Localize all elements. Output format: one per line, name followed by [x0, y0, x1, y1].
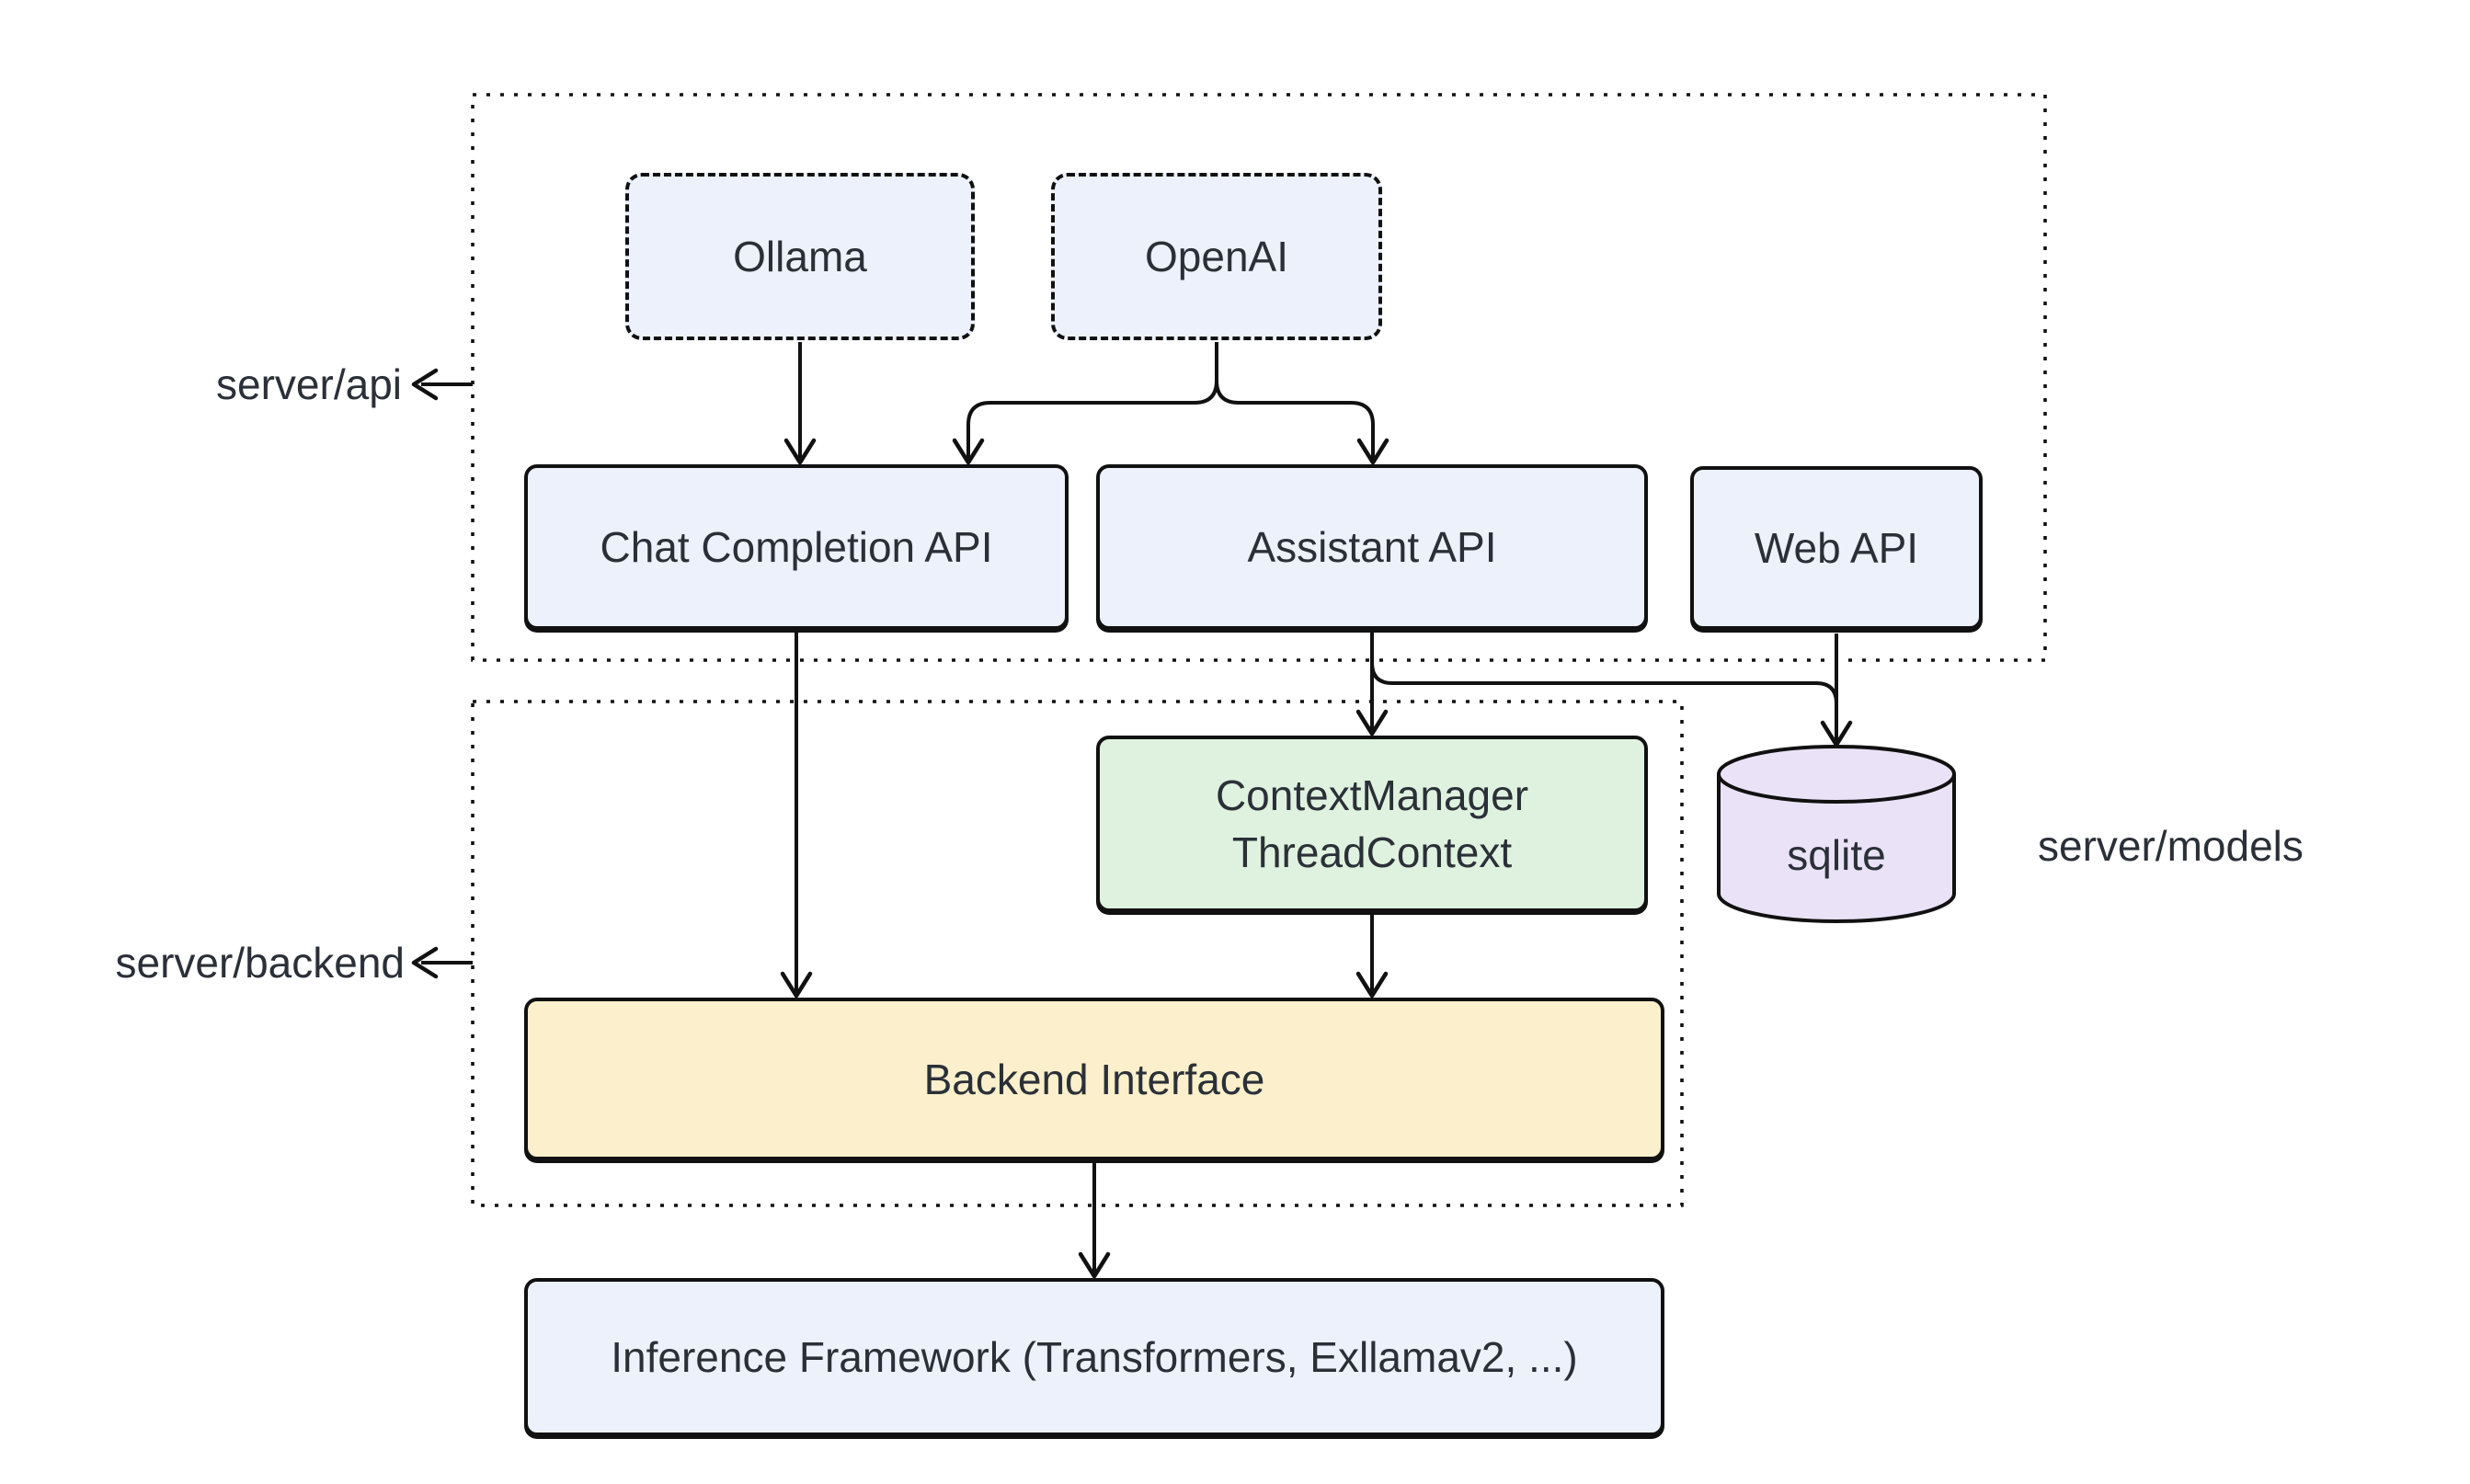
arrowhead-down-icon	[952, 438, 985, 465]
node-label: Assistant API	[1247, 523, 1497, 571]
sqlite-database-cylinder-top	[1717, 745, 1956, 804]
node-label: ThreadContext	[1231, 828, 1513, 876]
label-server-backend: server/backend	[115, 939, 406, 987]
label-server-api: server/api	[216, 360, 402, 408]
server-backend-container-border	[471, 700, 1684, 1207]
node-label: Backend Interface	[923, 1055, 1265, 1103]
arrowhead-down-icon	[1356, 438, 1389, 465]
edge-openai-to-assistant	[1215, 342, 1375, 459]
arrowhead-left-icon	[411, 946, 439, 979]
node-assistant-api: Assistant API	[1096, 464, 1648, 630]
edge-assistant-to-sqlite	[1370, 632, 1838, 717]
node-label: Web API	[1754, 524, 1919, 572]
edge-openai-to-chat	[966, 342, 1218, 459]
sqlite-database-cylinder-body	[1717, 774, 1956, 923]
arrowhead-left-icon	[411, 368, 439, 401]
node-label: ContextManager	[1215, 771, 1529, 819]
node-label: OpenAI	[1145, 233, 1288, 280]
node-chat-completion-api: Chat Completion API	[524, 464, 1069, 630]
arrowhead-down-icon	[780, 971, 813, 999]
node-label: Chat Completion API	[600, 523, 993, 571]
node-web-api: Web API	[1690, 466, 1983, 630]
node-label: Ollama	[733, 233, 867, 280]
arrowhead-down-icon	[783, 438, 817, 465]
node-backend-interface: Backend Interface	[524, 998, 1664, 1160]
node-ollama: Ollama	[625, 173, 975, 340]
arrowhead-down-icon	[1355, 971, 1389, 999]
arrowhead-down-icon	[1078, 1251, 1111, 1279]
node-openai: OpenAI	[1051, 173, 1382, 340]
node-context-manager: ContextManager ThreadContext	[1096, 736, 1648, 912]
node-sqlite-label: sqlite	[1787, 831, 1886, 879]
node-inference-framework: Inference Framework (Transformers, Exlla…	[524, 1278, 1664, 1436]
node-label: Inference Framework (Transformers, Exlla…	[611, 1333, 1578, 1381]
server-api-container-border	[471, 93, 2047, 662]
label-server-models: server/models	[2038, 822, 2304, 870]
arrowhead-down-icon	[1355, 709, 1389, 736]
